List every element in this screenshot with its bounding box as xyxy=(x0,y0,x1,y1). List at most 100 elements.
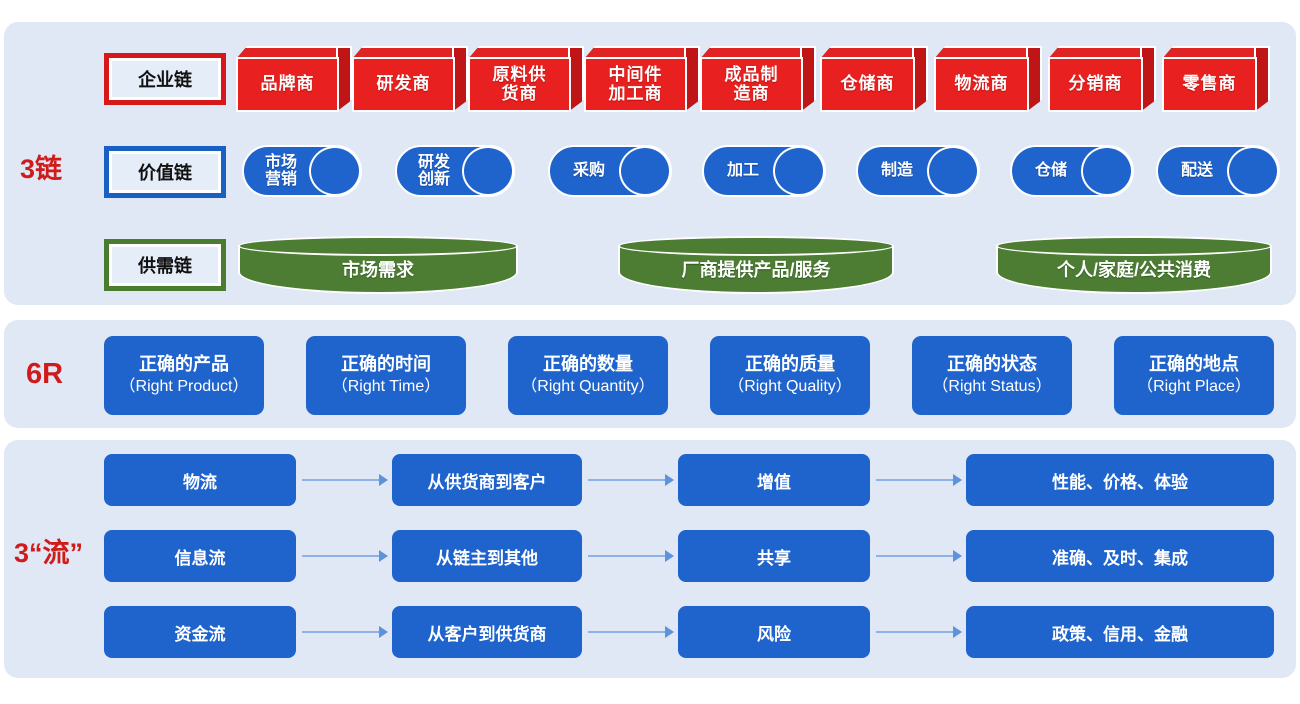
value-chain-node[interactable]: 研发创新 xyxy=(395,145,515,197)
flow-value-box[interactable]: 共享 xyxy=(678,530,870,582)
arrow-line xyxy=(588,555,666,557)
cylinder-end-cap xyxy=(309,146,361,196)
value-chain-node[interactable]: 采购 xyxy=(548,145,672,197)
plate-supply-demand-chain[interactable]: 供需链 xyxy=(104,239,226,291)
flow-arrow xyxy=(588,550,674,562)
cylinder-end-cap xyxy=(927,146,979,196)
disc-label: 市场需求 xyxy=(342,260,414,280)
cylinder-end-cap xyxy=(773,146,825,196)
cylinder-label: 加工 xyxy=(726,162,759,180)
cylinder-label: 配送 xyxy=(1180,162,1213,180)
cylinder-label: 市场营销 xyxy=(264,153,297,188)
plate-value-chain[interactable]: 价值链 xyxy=(104,146,226,198)
arrow-line xyxy=(588,479,666,481)
value-chain-node[interactable]: 制造 xyxy=(856,145,980,197)
flow-direction-box[interactable]: 从链主到其他 xyxy=(392,530,582,582)
cube-label: 分销商 xyxy=(1048,57,1143,112)
cube-label: 品牌商 xyxy=(236,57,339,112)
arrow-head-icon xyxy=(379,626,388,638)
supply-demand-node[interactable]: 个人/家庭/公共消费 xyxy=(996,236,1272,294)
chain-node-cube[interactable]: 研发商 xyxy=(352,46,468,112)
cube-label: 中间件加工商 xyxy=(584,57,687,112)
chain-node-cube[interactable]: 零售商 xyxy=(1162,46,1270,112)
chain-node-cube[interactable]: 中间件加工商 xyxy=(584,46,700,112)
cube-label: 零售商 xyxy=(1162,57,1257,112)
six-r-card-cn: 正确的产品 xyxy=(139,354,229,375)
flow-direction-box[interactable]: 从供货商到客户 xyxy=(392,454,582,506)
cube-label: 原料供货商 xyxy=(468,57,571,112)
chain-node-cube[interactable]: 成品制造商 xyxy=(700,46,816,112)
arrow-line xyxy=(302,555,380,557)
chain-node-cube[interactable]: 物流商 xyxy=(934,46,1042,112)
flow-attributes-box[interactable]: 政策、信用、金融 xyxy=(966,606,1274,658)
arrow-head-icon xyxy=(379,474,388,486)
flow-arrow xyxy=(588,626,674,638)
cylinder-label: 采购 xyxy=(572,162,605,180)
flow-arrow xyxy=(302,474,388,486)
chain-node-cube[interactable]: 原料供货商 xyxy=(468,46,584,112)
six-r-card-cn: 正确的数量 xyxy=(543,354,633,375)
six-r-card-cn: 正确的质量 xyxy=(745,354,835,375)
cube-label: 研发商 xyxy=(352,57,455,112)
arrow-head-icon xyxy=(665,550,674,562)
flow-value-box[interactable]: 风险 xyxy=(678,606,870,658)
flow-arrow xyxy=(302,626,388,638)
six-r-card-cn: 正确的状态 xyxy=(947,354,1037,375)
section-caption-flows: 3“流” xyxy=(14,538,84,568)
supply-demand-node[interactable]: 市场需求 xyxy=(238,236,518,294)
cylinder-label: 制造 xyxy=(880,162,913,180)
disc-top-ellipse xyxy=(618,236,894,256)
arrow-head-icon xyxy=(953,626,962,638)
arrow-head-icon xyxy=(953,550,962,562)
six-r-card-en: （Right Place） xyxy=(1137,377,1251,395)
supply-demand-node[interactable]: 厂商提供产品/服务 xyxy=(618,236,894,294)
flow-name-box[interactable]: 物流 xyxy=(104,454,296,506)
six-r-card-cn: 正确的时间 xyxy=(341,354,431,375)
six-r-card[interactable]: 正确的产品 （Right Product） xyxy=(104,336,264,415)
six-r-card-en: （Right Quantity） xyxy=(521,377,655,395)
flow-name-box[interactable]: 资金流 xyxy=(104,606,296,658)
chain-node-cube[interactable]: 分销商 xyxy=(1048,46,1156,112)
flow-value-box[interactable]: 增值 xyxy=(678,454,870,506)
flow-arrow xyxy=(302,550,388,562)
arrow-head-icon xyxy=(379,550,388,562)
value-chain-node[interactable]: 加工 xyxy=(702,145,826,197)
six-r-card[interactable]: 正确的数量 （Right Quantity） xyxy=(508,336,668,415)
value-chain-node[interactable]: 仓储 xyxy=(1010,145,1134,197)
six-r-card[interactable]: 正确的状态 （Right Status） xyxy=(912,336,1072,415)
cube-label: 成品制造商 xyxy=(700,57,803,112)
flow-attributes-box[interactable]: 准确、及时、集成 xyxy=(966,530,1274,582)
cylinder-end-cap xyxy=(462,146,514,196)
flow-attributes-box[interactable]: 性能、价格、体验 xyxy=(966,454,1274,506)
plate-enterprise-chain[interactable]: 企业链 xyxy=(104,53,226,105)
disc-top-ellipse xyxy=(996,236,1272,256)
cylinder-end-cap xyxy=(1227,146,1279,196)
six-r-card[interactable]: 正确的质量 （Right Quality） xyxy=(710,336,870,415)
flow-name-box[interactable]: 信息流 xyxy=(104,530,296,582)
arrow-head-icon xyxy=(665,626,674,638)
chain-node-cube[interactable]: 品牌商 xyxy=(236,46,352,112)
six-r-card[interactable]: 正确的时间 （Right Time） xyxy=(306,336,466,415)
value-chain-node[interactable]: 配送 xyxy=(1156,145,1280,197)
arrow-line xyxy=(302,631,380,633)
six-r-card-cn: 正确的地点 xyxy=(1149,354,1239,375)
flow-arrow xyxy=(876,626,962,638)
flow-arrow xyxy=(876,474,962,486)
six-r-card-en: （Right Product） xyxy=(119,377,249,395)
chain-node-cube[interactable]: 仓储商 xyxy=(820,46,928,112)
arrow-line xyxy=(876,479,954,481)
disc-label: 厂商提供产品/服务 xyxy=(681,260,831,280)
six-r-card-en: （Right Status） xyxy=(932,377,1052,395)
flow-arrow xyxy=(876,550,962,562)
cylinder-label: 仓储 xyxy=(1034,162,1067,180)
flow-direction-box[interactable]: 从客户到供货商 xyxy=(392,606,582,658)
flow-arrow xyxy=(588,474,674,486)
arrow-line xyxy=(876,631,954,633)
disc-label: 个人/家庭/公共消费 xyxy=(1056,260,1211,280)
arrow-line xyxy=(876,555,954,557)
value-chain-node[interactable]: 市场营销 xyxy=(242,145,362,197)
six-r-card-en: （Right Quality） xyxy=(728,377,852,395)
six-r-card[interactable]: 正确的地点 （Right Place） xyxy=(1114,336,1274,415)
cube-label: 物流商 xyxy=(934,57,1029,112)
